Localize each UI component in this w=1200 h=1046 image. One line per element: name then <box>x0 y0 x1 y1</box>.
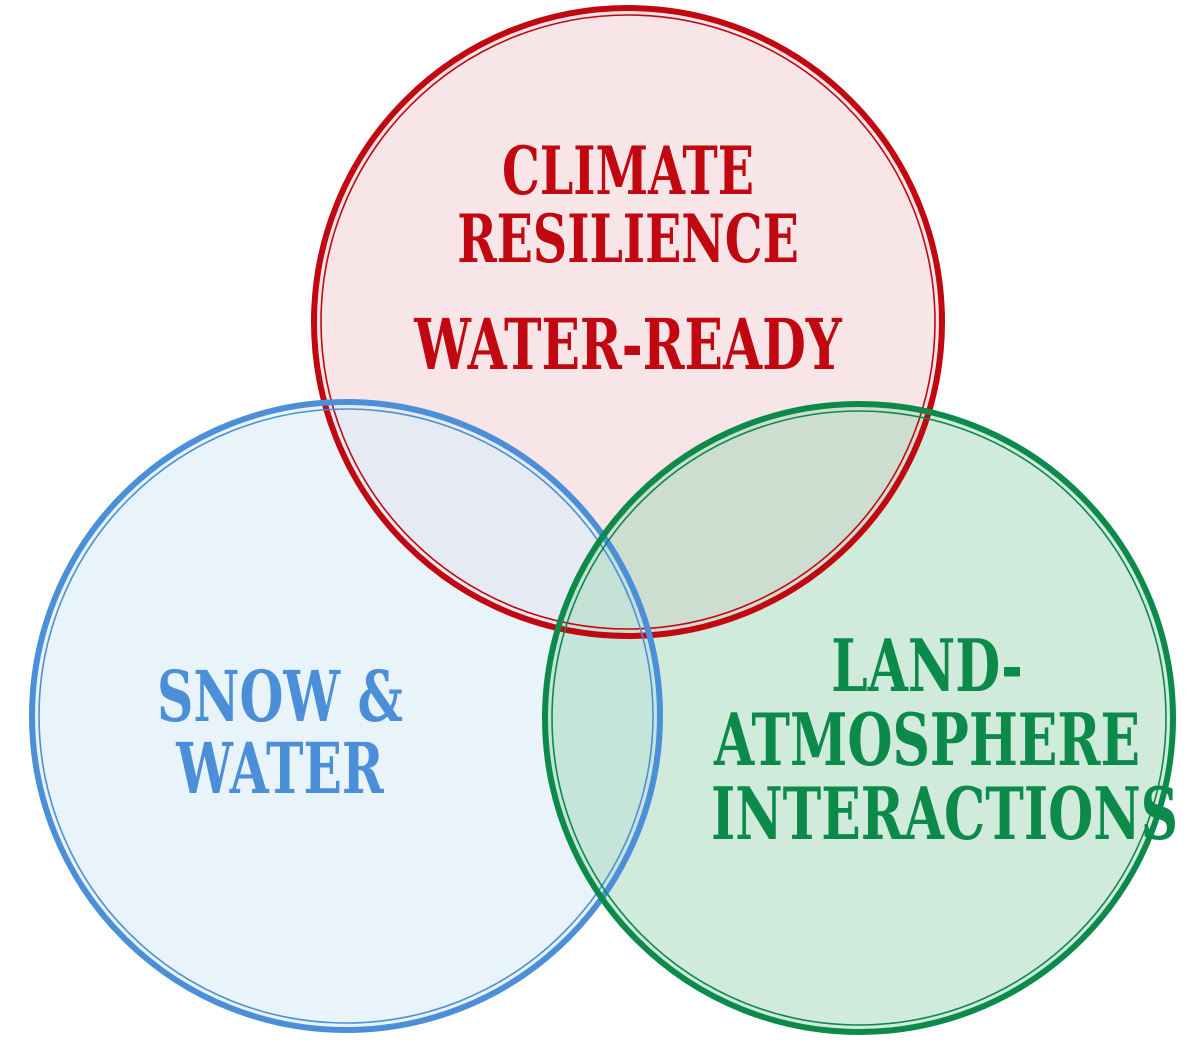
label-line: CLIMATE <box>502 132 754 210</box>
circle-label-land-atmosphere: LAND- ATMOSPHERE INTERACTIONS <box>711 623 1179 856</box>
label-line: WATER-READY <box>414 303 842 386</box>
circle-label-climate-resilience: CLIMATE RESILIENCE WATER-READY <box>412 138 844 380</box>
circle-label-snow-water: SNOW & WATER <box>136 662 424 804</box>
label-line: SNOW & <box>156 655 404 738</box>
label-line: INTERACTIONS <box>711 771 1179 856</box>
label-line: ATMOSPHERE <box>713 697 1141 782</box>
circle-red-ring <box>311 5 945 639</box>
circle-fills <box>32 8 1173 1032</box>
label-line: RESILIENCE <box>457 200 799 278</box>
circle-green-fill <box>545 404 1173 1032</box>
circle-green-ring <box>542 401 1176 1035</box>
label-line: WATER <box>176 727 384 810</box>
label-line: LAND- <box>831 623 1023 708</box>
circle-blue-fill <box>32 402 660 1030</box>
circle-blue-ring <box>29 399 663 1033</box>
